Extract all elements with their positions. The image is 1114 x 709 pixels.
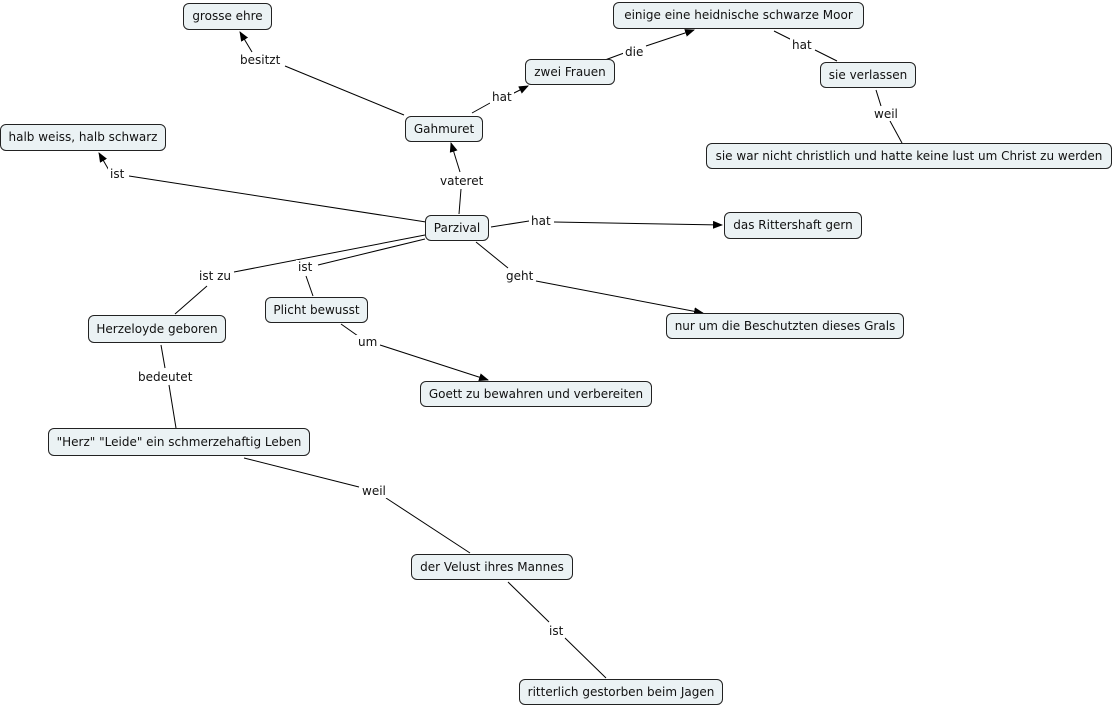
edge-parzival-geht <box>475 241 509 269</box>
node-herzeloyde[interactable]: Herzeloyde geboren <box>88 315 226 343</box>
node-gahmuret[interactable]: Gahmuret <box>405 116 483 142</box>
edge-geht-beschutzten <box>535 280 704 316</box>
node-goett[interactable]: Goett zu bewahren und verbereiten <box>420 381 652 407</box>
link-label-geht: geht <box>504 269 536 283</box>
edge-parzival-ist-zu <box>233 234 426 273</box>
link-label-hat-rittershaft: hat <box>529 214 553 228</box>
edge-gahmuret-besitzt <box>284 65 405 116</box>
edge-verlassen-weil <box>875 89 882 107</box>
link-label-ist-zu: ist zu <box>197 269 234 283</box>
node-herz-leide[interactable]: "Herz" "Leide" ein schmerzehaftig Leben <box>48 428 310 456</box>
link-label-ist-ritterlich: ist <box>547 624 566 638</box>
link-label-ist-halb-weiss: ist <box>108 167 127 181</box>
edge-parzival-ist <box>128 175 427 223</box>
link-label-weil-christlich: weil <box>872 107 900 121</box>
edge-moor-hat <box>773 30 793 41</box>
node-rittershaft[interactable]: das Rittershaft gern <box>724 212 862 239</box>
edge-gahmuret-hat <box>471 102 491 114</box>
edge-um-goett <box>379 344 489 382</box>
link-label-ist-plicht: ist <box>296 260 315 274</box>
edge-weil-velust <box>385 497 471 554</box>
edge-ist-ritterlich <box>564 637 607 679</box>
node-ritterlich[interactable]: ritterlich gestorben beim Jagen <box>519 679 723 705</box>
edge-besitzt-grosse-ehre <box>239 31 253 53</box>
edge-vateret-gahmuret <box>449 142 461 173</box>
link-label-besitzt: besitzt <box>238 53 283 67</box>
edge-herz-leide-weil <box>243 457 360 488</box>
node-grosse-ehre[interactable]: grosse ehre <box>183 3 272 30</box>
edge-die-moor <box>645 29 695 47</box>
link-label-um: um <box>356 335 380 349</box>
node-plicht[interactable]: Plicht bewusst <box>265 297 368 323</box>
node-beschutzten[interactable]: nur um die Beschutzten dieses Grals <box>666 313 904 339</box>
edge-weil-christlich <box>889 120 903 144</box>
link-label-vateret: vateret <box>438 174 486 188</box>
edge-velust-ist <box>507 581 550 623</box>
node-moor[interactable]: einige eine heidnische schwarze Moor <box>613 2 864 29</box>
edge-hat-zwei-frauen <box>511 85 529 95</box>
node-zwei-frauen[interactable]: zwei Frauen <box>525 59 615 85</box>
node-nicht-christlich[interactable]: sie war nicht christlich und hatte keine… <box>706 143 1112 169</box>
link-label-hat-verlassen: hat <box>790 38 814 52</box>
edge-bedeutet-herz-leide <box>168 384 177 429</box>
edge-parzival-vateret <box>458 188 462 215</box>
node-halb-weiss[interactable]: halb weiss, halb schwarz <box>0 124 166 151</box>
link-label-hat-zwei-frauen: hat <box>490 90 514 104</box>
node-velust[interactable]: der Velust ihres Mannes <box>411 554 573 580</box>
node-sie-verlassen[interactable]: sie verlassen <box>820 62 916 88</box>
edge-hat-rittershaft <box>553 220 723 229</box>
edge-zwei-frauen-die <box>604 52 625 61</box>
edge-parzival-ist-plicht <box>317 238 426 266</box>
link-label-weil-velust: weil <box>360 484 388 498</box>
edge-plicht-um <box>340 323 359 337</box>
edge-hat-verlassen <box>814 49 838 62</box>
link-label-bedeutet: bedeutet <box>136 370 195 384</box>
node-parzival[interactable]: Parzival <box>425 215 489 241</box>
edge-parzival-hat <box>490 220 530 228</box>
link-label-die: die <box>623 45 646 59</box>
edge-ist-plicht <box>305 275 314 297</box>
edge-ist-zu-herzeloyde <box>174 285 208 315</box>
edge-herzeloyde-bedeutet <box>160 344 166 369</box>
